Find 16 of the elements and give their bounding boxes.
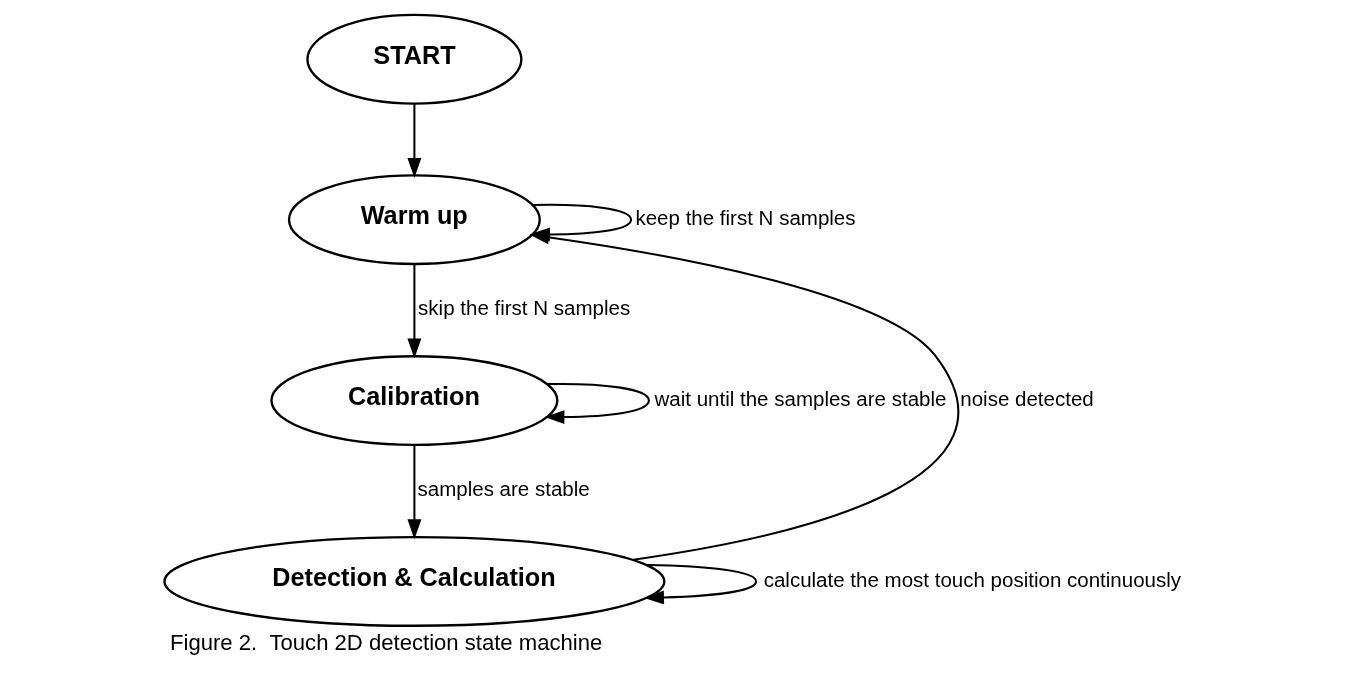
edge-label: noise detected <box>959 386 1094 410</box>
arrow <box>643 563 757 605</box>
caption: Figure 2. Touch 2D detection state machine <box>169 630 602 656</box>
edge-label: samples are stable <box>417 477 590 501</box>
arrow <box>528 230 959 561</box>
node-ellipse: START <box>305 13 523 105</box>
edge-label: skip the first N samples <box>417 296 630 320</box>
edge-label: keep the first N samples <box>634 206 856 229</box>
node-ellipse: Calibration <box>269 355 558 447</box>
edge-label: wait until the samples are stable <box>653 386 946 410</box>
edge-label: calculate the most touch position continuously <box>763 567 1181 591</box>
arrow <box>406 264 421 359</box>
arrow <box>406 104 421 178</box>
arrow <box>406 445 421 540</box>
arrow <box>543 382 650 425</box>
node-ellipse: Warm up <box>287 174 541 266</box>
